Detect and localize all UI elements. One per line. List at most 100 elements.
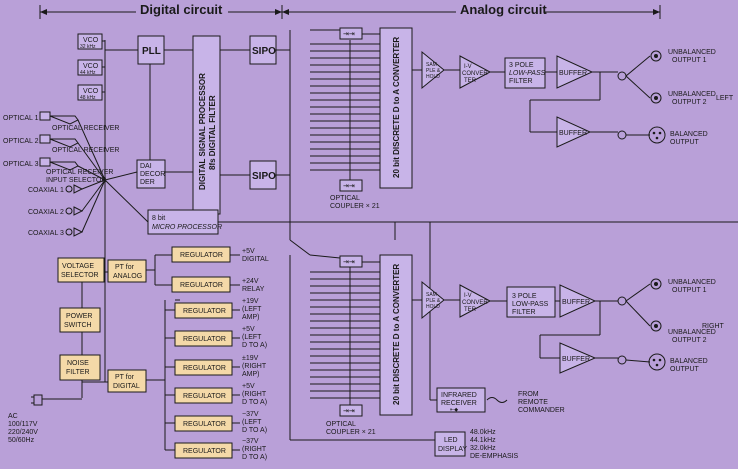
sipo-bottom-block <box>249 160 277 190</box>
sample-hold-label: SAM <box>426 292 437 298</box>
iv-label: I-V <box>464 293 472 299</box>
coupler-label: OPTICAL <box>330 195 360 202</box>
buffer-label: BUFFER <box>562 299 590 306</box>
header-arrows <box>39 2 661 19</box>
coaxial1-label: COAXIAL 1 <box>28 187 64 194</box>
rail-label: −37V <box>242 411 259 418</box>
regulators <box>171 246 233 459</box>
dac-label: 20 bit DISCRETE D to A CONVERTER <box>392 264 401 405</box>
ir-label: INFRARED <box>441 392 477 399</box>
unbalanced-output-2-label: UNBALANCED <box>668 91 716 98</box>
left-channel-label: LEFT <box>716 95 734 102</box>
rail-label: D TO A) <box>242 342 267 349</box>
iv-label: CONVER <box>462 71 488 77</box>
rail-label: RELAY <box>242 286 265 293</box>
rail-label: +19V <box>242 298 259 305</box>
rail-label: +5V <box>242 383 255 390</box>
output-connectors <box>617 50 666 371</box>
remote-label: REMOTE <box>518 399 548 406</box>
led-label: DISPLAY <box>438 446 467 453</box>
optical3-label: OPTICAL 3 <box>3 161 39 168</box>
rail-label: D TO A) <box>242 427 267 434</box>
rail-label: (RIGHT <box>242 363 267 370</box>
coupler-bottom: ⇥⇥ ⇥⇥ <box>309 254 380 417</box>
coaxial-inputs <box>65 179 106 237</box>
display-freq-label: 48.0kHz <box>470 429 496 436</box>
vco-label: VCO <box>83 63 99 70</box>
pll-block <box>137 35 165 65</box>
ir-wave-icon <box>486 397 508 403</box>
analog-chain-bottom <box>412 280 618 374</box>
unbalanced-output-1-label: UNBALANCED <box>668 279 716 286</box>
coupler-top: ⇥⇥ ⇥⇥ <box>310 27 380 192</box>
buffer-label: BUFFER <box>559 70 587 77</box>
coupler-label: COUPLER × 21 <box>330 203 380 210</box>
unbalanced-output-1-label: UNBALANCED <box>668 49 716 56</box>
regulator-label: REGULATOR <box>183 421 226 428</box>
voltage-selector-block <box>57 257 105 283</box>
vco-freq: 32 kHz <box>80 44 96 50</box>
right-channel-label: RIGHT <box>702 323 725 330</box>
balanced-output-label: BALANCED <box>670 131 708 138</box>
ac-label: 220/240V <box>8 429 38 436</box>
vco-label: VCO <box>83 37 99 44</box>
rail-label: +5V <box>242 326 255 333</box>
rail-label: (LEFT <box>242 419 262 426</box>
rail-label: +5V <box>242 248 255 255</box>
display-deemphasis-label: DE-EMPHASIS <box>470 453 519 460</box>
analog-chain-top <box>412 50 618 148</box>
sample-hold-label: PLE & <box>426 298 441 304</box>
display-freq-label: 44.1kHz <box>470 437 496 444</box>
pt-label: DIGITAL <box>113 383 140 390</box>
optical1-label: OPTICAL 1 <box>3 115 39 122</box>
iv-label: TER <box>464 307 477 313</box>
ac-label: 100/117V <box>8 421 38 428</box>
iv-label: I-V <box>464 64 472 70</box>
rail-label: −37V <box>242 438 259 445</box>
rail-label: +24V <box>242 278 259 285</box>
optical-receiver-label: OPTICAL RECEIVER <box>46 169 113 176</box>
infrared-receiver-block <box>436 387 486 413</box>
rail-label: (LEFT <box>242 334 262 341</box>
regulator-label: REGULATOR <box>183 393 226 400</box>
svg-text:⇥⇥: ⇥⇥ <box>343 408 355 415</box>
pt-label: PT for <box>115 374 135 381</box>
noise-label: FILTER <box>66 369 90 376</box>
sipo-label: SIPO <box>252 46 276 57</box>
power-switch-block <box>59 307 101 333</box>
optical-receiver-label: OPTICAL RECEIVER <box>52 147 119 154</box>
vco-label: VCO <box>83 88 99 95</box>
regulator-label: REGULATOR <box>183 365 226 372</box>
dai-label: DER <box>140 179 155 186</box>
coupler-label: OPTICAL <box>326 421 356 428</box>
balanced-output-label: BALANCED <box>670 358 708 365</box>
buffer-label: BUFFER <box>562 356 590 363</box>
dai-label: DECOR <box>140 171 165 178</box>
rail-label: AMP) <box>242 314 260 321</box>
pt-digital-block <box>107 369 147 393</box>
power-lines <box>42 254 240 451</box>
regulator-label: REGULATOR <box>183 308 226 315</box>
rail-label: DIGITAL <box>242 256 269 263</box>
pt-label: PT for <box>115 264 135 271</box>
rail-label: D TO A) <box>242 454 267 461</box>
dac-label: 20 bit DISCRETE D to A CONVERTER <box>392 37 401 178</box>
noise-filter-block <box>59 354 101 381</box>
power-label: SWITCH <box>64 322 92 329</box>
remote-label: COMMANDER <box>518 407 565 414</box>
rail-label: ±19V <box>242 355 259 362</box>
digital-circuit-header: Digital circuit <box>140 2 223 17</box>
led-display-block <box>434 431 466 457</box>
ac-label: AC <box>8 413 18 420</box>
sample-hold-label: PLE & <box>426 68 441 74</box>
optical2-label: OPTICAL 2 <box>3 138 39 145</box>
pll-label: PLL <box>142 46 161 57</box>
lpf-label: 3 POLE <box>512 293 537 300</box>
power-label: POWER <box>66 313 92 320</box>
buffer-label: BUFFER <box>559 130 587 137</box>
dsp-filter-label: 8fs DIGITAL FILTER <box>208 95 217 170</box>
ir-label: RECEIVER <box>441 400 477 407</box>
coupler-label: COUPLER × 21 <box>326 429 376 436</box>
rail-label: (RIGHT <box>242 391 267 398</box>
